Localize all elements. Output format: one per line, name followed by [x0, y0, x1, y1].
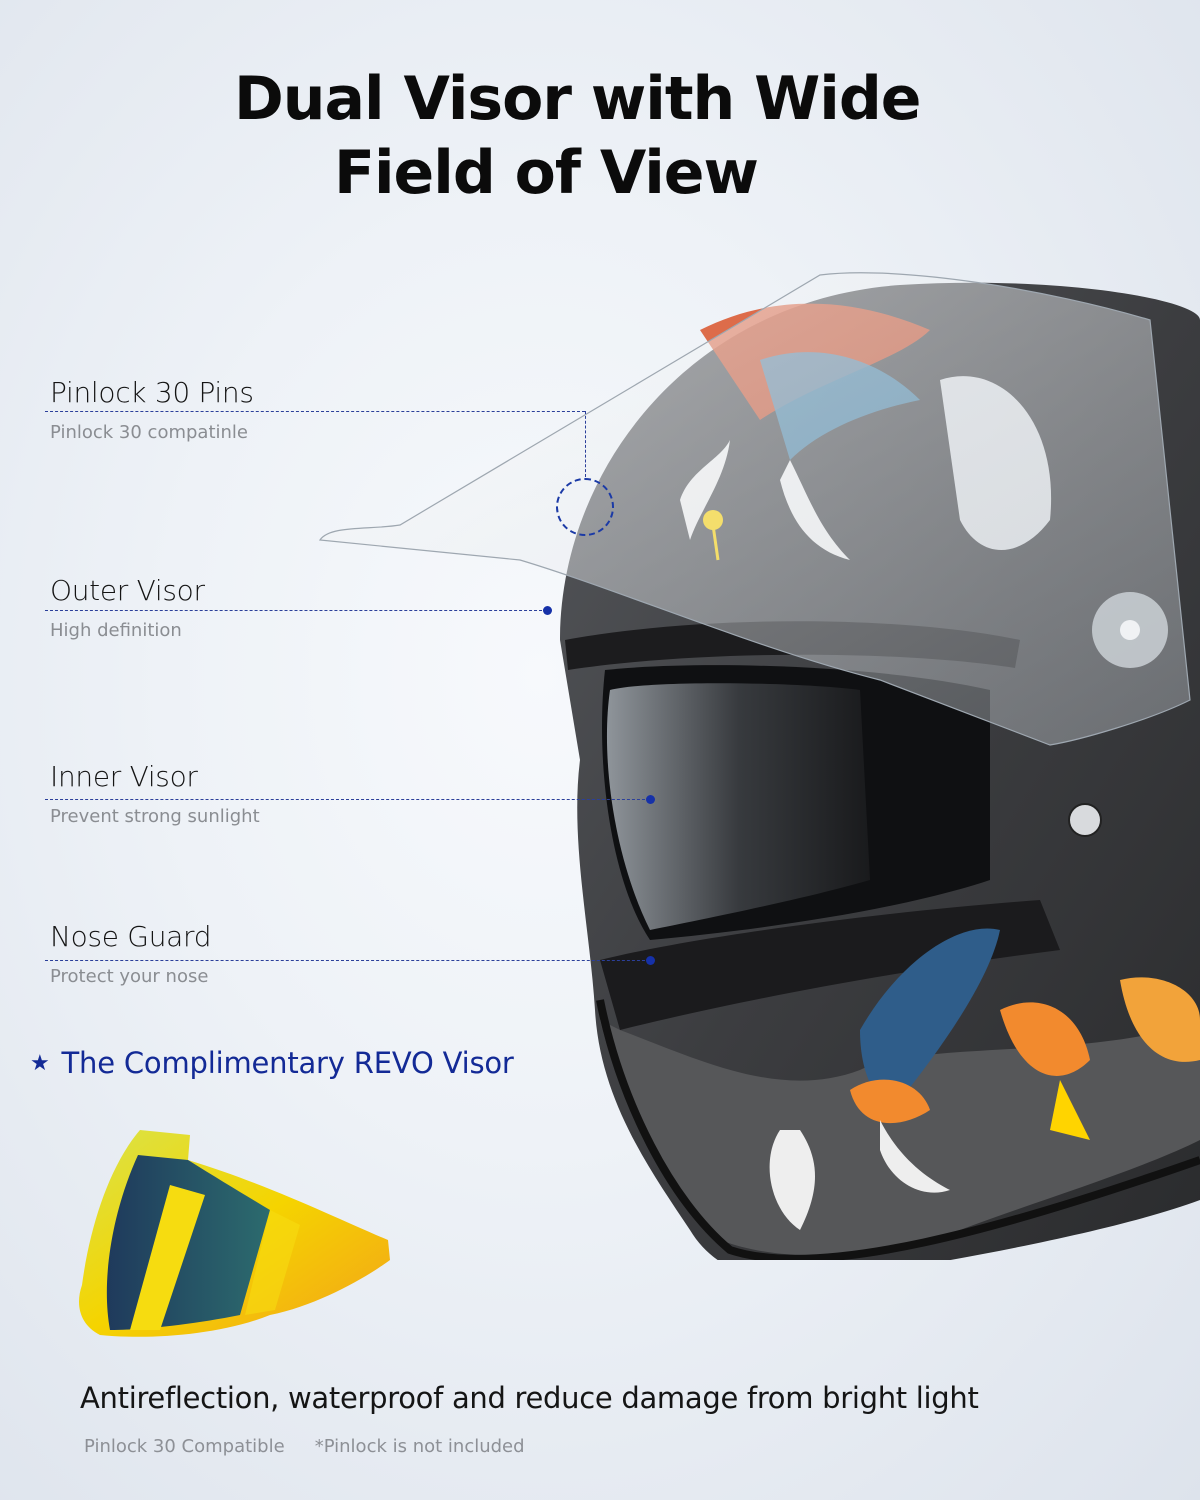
callout-label: Nose Guard — [50, 920, 212, 953]
callout-description: Protect your nose — [50, 966, 209, 987]
pinlock-pin-ring — [556, 478, 614, 536]
callout-outer-visor: Outer Visor High definition — [50, 574, 205, 642]
star-icon: ★ — [30, 1050, 50, 1076]
pinlock-disclaimer: *Pinlock is not included — [314, 1436, 525, 1457]
pinlock-compat-note: Pinlock 30 Compatible — [84, 1436, 285, 1457]
page-title: Dual Visor with Wide Field of View — [0, 62, 1200, 210]
callout-dot-inner-visor — [646, 795, 655, 804]
revo-visor-heading: ★ The Complimentary REVO Visor — [30, 1046, 514, 1080]
callout-nose-guard: Nose Guard Protect your nose — [50, 920, 211, 988]
helmet-image — [318, 272, 1200, 1260]
revo-visor-heading-text: The Complimentary REVO Visor — [61, 1046, 514, 1080]
callout-description: High definition — [50, 620, 182, 641]
callout-dot-nose-guard — [646, 956, 655, 965]
title-line-1: Dual Visor with Wide — [234, 64, 922, 134]
title-line-2: Field of View — [334, 138, 759, 208]
revo-visor-image — [79, 1130, 390, 1337]
callout-inner-visor: Inner Visor Prevent strong sunlight — [50, 760, 260, 828]
callout-label: Inner Visor — [50, 760, 198, 793]
callout-label: Outer Visor — [50, 574, 205, 607]
callout-line-pinlock-vertical — [585, 411, 586, 477]
callout-line-nose-guard — [45, 960, 650, 961]
callout-label: Pinlock 30 Pins — [50, 376, 254, 409]
callout-description: Pinlock 30 compatinle — [50, 422, 248, 443]
revo-visor-tagline: Antireflection, waterproof and reduce da… — [80, 1381, 979, 1415]
revo-visor-notes: Pinlock 30 Compatible *Pinlock is not in… — [84, 1436, 525, 1457]
callout-pinlock: Pinlock 30 Pins Pinlock 30 compatinle — [50, 376, 254, 444]
callout-dot-outer-visor — [543, 606, 552, 615]
callout-line-outer-visor — [45, 610, 547, 611]
callout-line-inner-visor — [45, 799, 650, 800]
callout-description: Prevent strong sunlight — [50, 806, 260, 827]
callout-line-pinlock — [45, 411, 585, 412]
